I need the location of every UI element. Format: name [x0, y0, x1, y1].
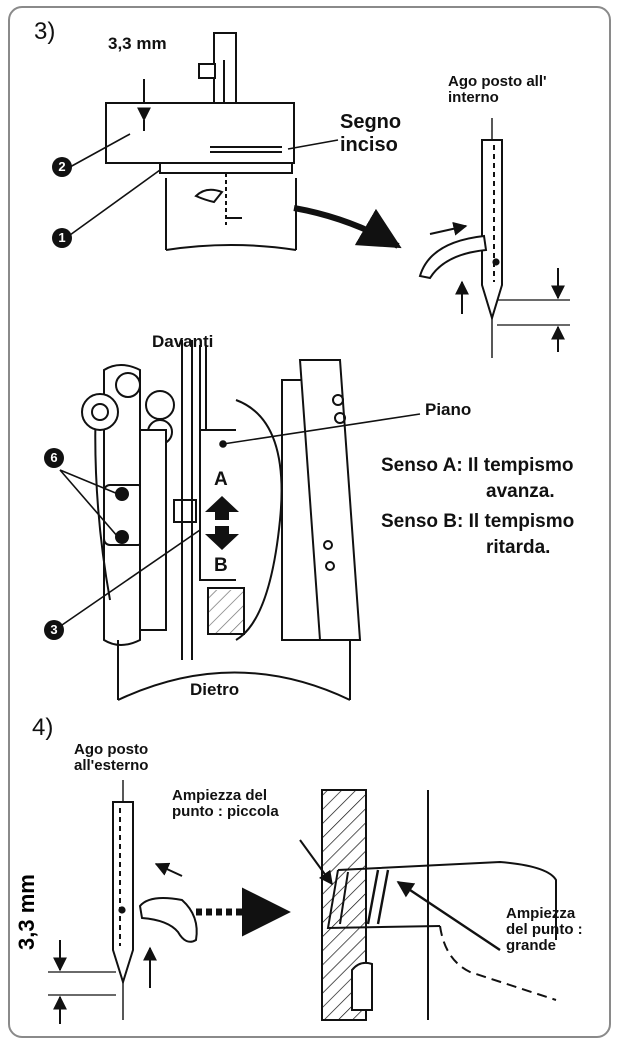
step-4-number: 4) — [32, 714, 54, 741]
direction-b-cont: ritarda. — [486, 537, 551, 558]
arrow-b-label: B — [214, 555, 228, 576]
badge-2: 2 — [52, 157, 72, 177]
needle-inside-label: Ago posto all' interno — [448, 73, 547, 106]
direction-a-cont: avanza. — [486, 481, 555, 502]
step-3-number: 3) — [34, 18, 56, 45]
direction-arrows — [205, 496, 239, 550]
leader-lines-hook — [59, 413, 421, 626]
direction-b-text: Senso B: Il tempismo — [381, 511, 575, 532]
needle-outside-detail — [48, 780, 198, 1024]
hook-closeup — [299, 789, 557, 1021]
front-label: Davanti — [152, 332, 214, 351]
stitch-small-label: Ampiezza del punto : piccola — [172, 787, 279, 820]
leader-lines-step3 — [69, 133, 339, 236]
transition-arrow-step3 — [293, 205, 402, 249]
engraved-mark-label: Segno inciso — [340, 111, 402, 156]
direction-a-text: Senso A: Il tempismo — [381, 455, 574, 476]
needle-bar-assembly — [105, 32, 297, 251]
needle-outside-label: Ago posto all'esterno — [74, 741, 149, 774]
badge-6: 6 — [44, 448, 64, 468]
step-4-dimension: 3,3 mm — [14, 874, 39, 950]
needle-inside-detail — [418, 118, 570, 358]
step-3-dimension: 3,3 mm — [108, 34, 167, 53]
diagram-frame — [8, 6, 611, 1038]
arrow-a-label: A — [214, 469, 228, 490]
plane-label: Piano — [425, 400, 472, 419]
rear-label: Dietro — [190, 680, 240, 699]
hook-plate-texture — [208, 590, 244, 634]
badge-1: 1 — [52, 228, 72, 248]
stitch-large-label: Ampiezza del punto : grande — [506, 905, 583, 954]
badge-3: 3 — [44, 620, 64, 640]
